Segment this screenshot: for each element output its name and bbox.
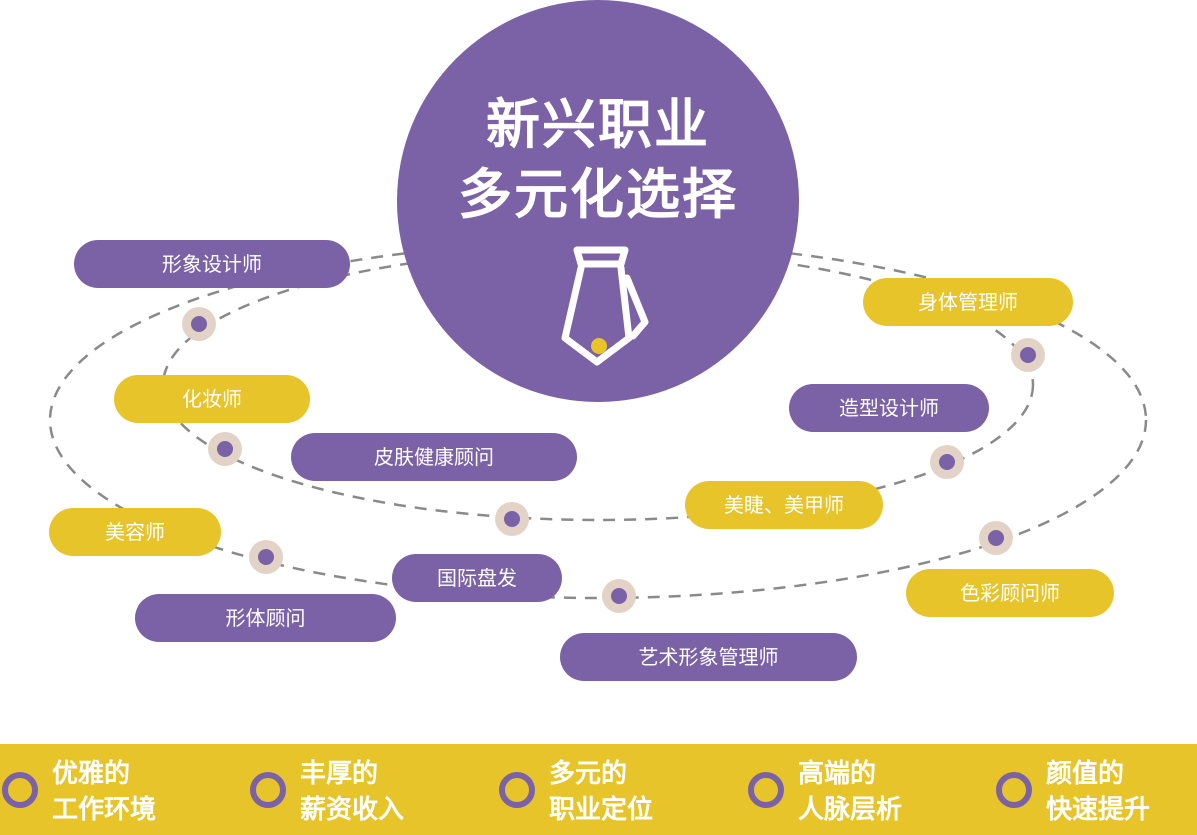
bullet-dot-icon (996, 772, 1032, 808)
bullet-dot-icon (250, 772, 286, 808)
orbit-node (208, 432, 242, 466)
central-hub: 新兴职业 多元化选择 (397, 0, 799, 402)
feature-line2: 快速提升 (1046, 795, 1151, 825)
necktie-icon (561, 246, 649, 366)
career-pill: 形象设计师 (74, 240, 350, 288)
career-pill: 色彩顾问师 (906, 569, 1114, 617)
feature-line1: 丰厚的 (300, 759, 379, 789)
orbit-node (602, 579, 636, 613)
feature-item: 优雅的 工作环境 (2, 756, 202, 826)
feature-line2: 人脉层析 (798, 795, 903, 825)
orbit-node (930, 445, 964, 479)
orbit-node (249, 540, 283, 574)
hub-title-line2: 多元化选择 (458, 163, 738, 226)
bullet-dot-icon (748, 772, 784, 808)
orbit-node (495, 502, 529, 536)
career-pill: 形体顾问 (135, 594, 396, 642)
feature-line1: 优雅的 (52, 759, 131, 789)
career-pill: 艺术形象管理师 (560, 633, 857, 681)
career-pill: 美睫、美甲师 (685, 481, 883, 529)
outer-orbit (48, 240, 1148, 600)
career-pill: 皮肤健康顾问 (291, 433, 577, 481)
career-pill: 身体管理师 (863, 278, 1073, 326)
feature-line2: 薪资收入 (300, 795, 405, 825)
feature-line2: 职业定位 (549, 795, 654, 825)
feature-line1: 颜值的 (1046, 759, 1125, 789)
orbit-node (1011, 338, 1045, 372)
feature-line1: 多元的 (549, 759, 628, 789)
career-pill: 美容师 (49, 508, 221, 556)
feature-item: 颜值的 快速提升 (996, 756, 1196, 826)
bullet-dot-icon (2, 772, 38, 808)
feature-item: 高端的 人脉层析 (748, 756, 948, 826)
feature-item: 丰厚的 薪资收入 (250, 756, 450, 826)
orbit-node (182, 307, 216, 341)
feature-bar: 优雅的 工作环境 丰厚的 薪资收入 多元的 职业定位 高端的 人脉层析 颜值的 … (0, 744, 1197, 835)
career-pill: 化妆师 (114, 375, 310, 423)
feature-line2: 工作环境 (52, 795, 157, 825)
feature-line1: 高端的 (798, 759, 877, 789)
bullet-dot-icon (499, 772, 535, 808)
career-pill: 国际盘发 (392, 554, 562, 602)
career-pill: 造型设计师 (789, 384, 989, 432)
orbit-node (979, 521, 1013, 555)
hub-title-line1: 新兴职业 (486, 93, 710, 156)
feature-item: 多元的 职业定位 (499, 756, 699, 826)
